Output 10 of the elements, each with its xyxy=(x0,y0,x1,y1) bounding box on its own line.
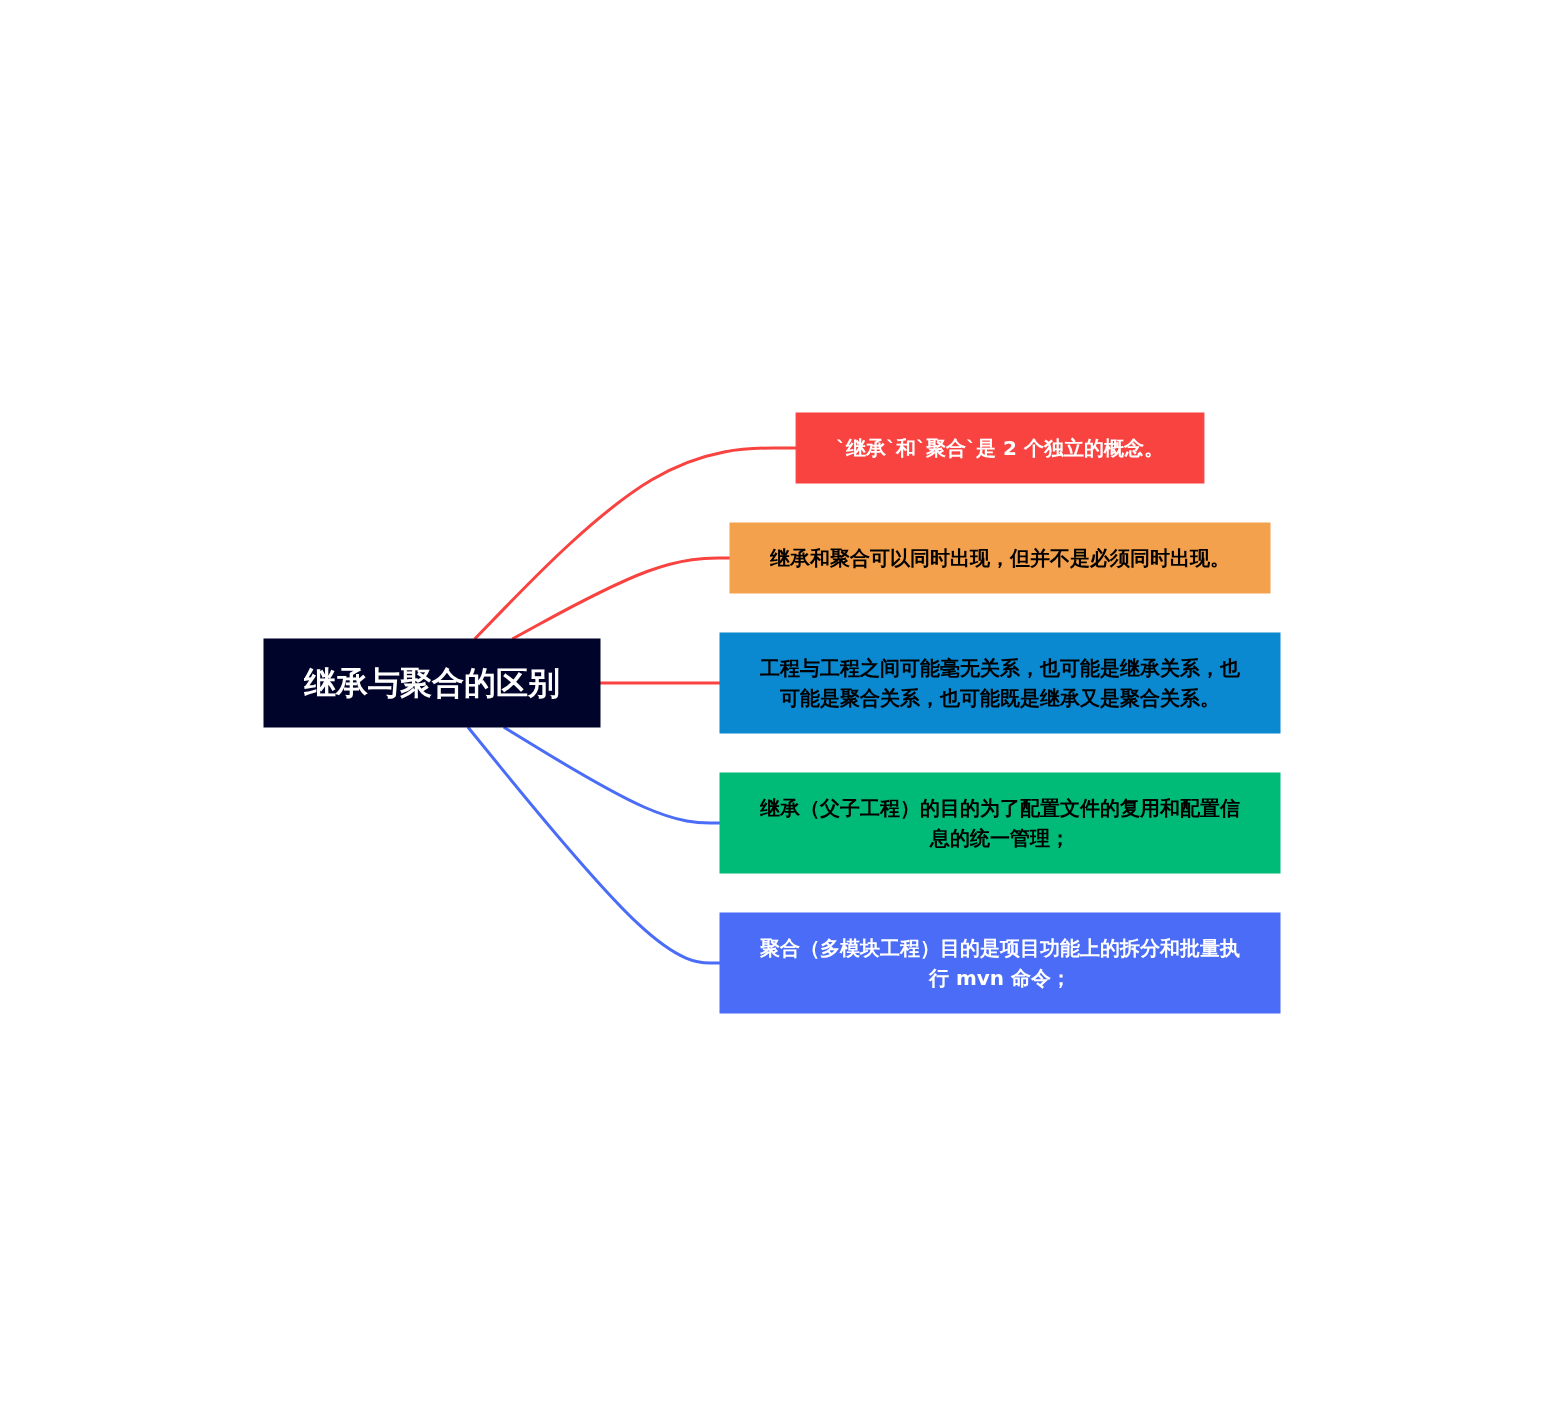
connector xyxy=(466,726,720,965)
node-box: `继承`和`聚合`是 2 个独立的概念。 xyxy=(795,412,1205,484)
connector xyxy=(511,556,730,641)
node-box: 工程与工程之间可能毫无关系，也可能是继承关系，也可能是聚合关系，也可能既是继承又是聚合关系。 xyxy=(719,632,1281,734)
connector xyxy=(473,446,797,641)
node-box: 继承（父子工程）的目的为了配置文件的复用和配置信息的统一管理； xyxy=(719,772,1281,874)
connector xyxy=(600,681,720,685)
node-box: 继承与聚合的区别 xyxy=(263,638,601,728)
node-box: 聚合（多模块工程）目的是项目功能上的拆分和批量执行 mvn 命令； xyxy=(719,912,1281,1014)
node-box: 继承和聚合可以同时出现，但并不是必须同时出现。 xyxy=(729,522,1271,594)
